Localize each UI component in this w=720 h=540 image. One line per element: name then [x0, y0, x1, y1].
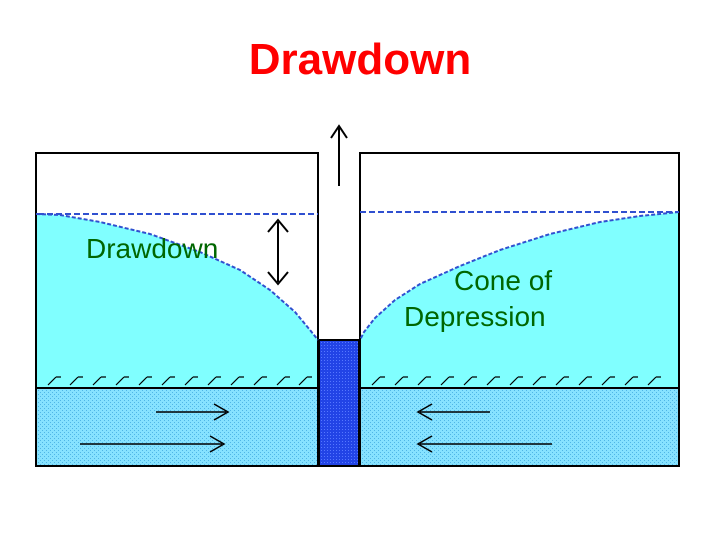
left-cone-water-table: [35, 213, 319, 341]
drawdown-measure-arrow-icon: [267, 218, 289, 286]
flow-arrow-left-icon: [416, 435, 552, 453]
right-water-region: [360, 212, 679, 388]
flow-arrows-right: [416, 403, 552, 453]
flow-arrow-left-icon: [416, 403, 490, 421]
right-cone-water-table: [359, 211, 680, 341]
flow-arrows-left: [80, 403, 230, 453]
left-aquifer: [36, 388, 318, 466]
left-panel-outline: [35, 152, 319, 467]
flow-arrow-right-icon: [156, 403, 230, 421]
slide-title: Drawdown: [248, 35, 472, 84]
cone-label-line1: Cone of: [454, 265, 552, 296]
left-water-region: [36, 214, 318, 388]
flow-arrow-right-icon: [80, 435, 226, 453]
right-panel-outline: [359, 152, 680, 467]
right-aquifer: [360, 388, 679, 466]
left-hatch-marks: [47, 376, 312, 386]
right-hatch-marks: [371, 376, 661, 386]
pumping-arrow-icon: [330, 124, 348, 186]
well-screen: [318, 339, 360, 467]
cone-label-line2: Depression: [404, 301, 546, 332]
drawdown-label: Drawdown: [86, 233, 218, 264]
